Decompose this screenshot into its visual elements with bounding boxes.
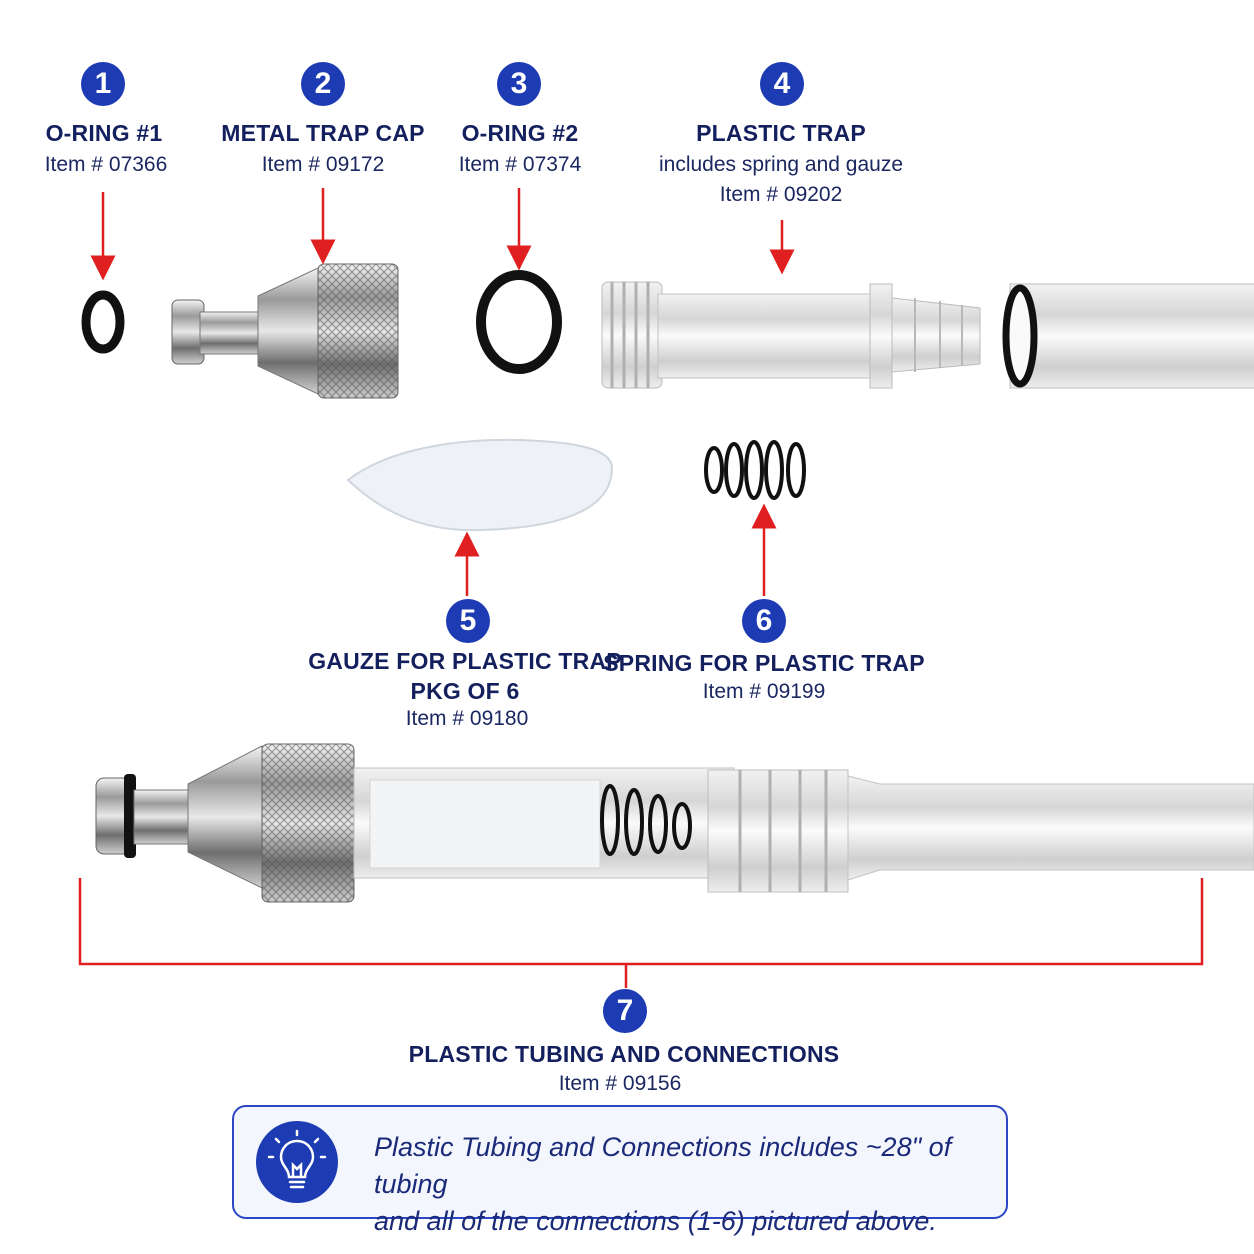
badge-6: 6	[742, 599, 786, 643]
part-5-title2: PKG OF 6	[410, 678, 520, 704]
assembled-tubing-image	[95, 743, 1254, 903]
part-5-title: GAUZE FOR PLASTIC TRAP	[308, 648, 622, 674]
part-2-item: Item # 09172	[261, 153, 385, 176]
part-6-item: Item # 09199	[702, 680, 826, 703]
badge-4: 4	[760, 62, 804, 106]
note-line-1: Plastic Tubing and Connections includes …	[374, 1132, 952, 1199]
bracket-7	[78, 878, 1204, 988]
o-ring-2-image	[476, 270, 562, 374]
part-4-desc: includes spring and gauze	[658, 153, 904, 176]
part-6-title: SPRING FOR PLASTIC TRAP	[603, 650, 925, 676]
tubing-image	[1002, 283, 1254, 389]
part-3-title: O-RING #2	[461, 120, 579, 146]
lightbulb-icon	[256, 1121, 338, 1203]
part-4-item: Item # 09202	[719, 183, 843, 206]
spring-image	[704, 440, 806, 500]
badge-7: 7	[603, 989, 647, 1033]
gauze-image	[346, 438, 614, 532]
note-line-2: and all of the connections (1-6) picture…	[374, 1206, 937, 1236]
badge-5: 5	[446, 599, 490, 643]
note-text: Plastic Tubing and Connections includes …	[374, 1129, 994, 1240]
callout-arrows	[90, 188, 795, 596]
info-note: Plastic Tubing and Connections includes …	[232, 1105, 1008, 1236]
part-5-item: Item # 09180	[405, 707, 529, 730]
plastic-trap-image	[601, 281, 981, 389]
part-2-title: METAL TRAP CAP	[221, 120, 425, 146]
badge-1: 1	[81, 62, 125, 106]
part-1-item: Item # 07366	[44, 153, 168, 176]
badge-2: 2	[301, 62, 345, 106]
o-ring-1-image	[81, 290, 125, 354]
part-7-title: PLASTIC TUBING AND CONNECTIONS	[408, 1041, 840, 1067]
badge-3: 3	[497, 62, 541, 106]
part-4-title: PLASTIC TRAP	[696, 120, 866, 146]
part-7-item: Item # 09156	[558, 1072, 682, 1095]
part-1-title: O-RING #1	[45, 120, 163, 146]
part-3-item: Item # 07374	[458, 153, 582, 176]
metal-trap-cap-image	[171, 263, 399, 399]
